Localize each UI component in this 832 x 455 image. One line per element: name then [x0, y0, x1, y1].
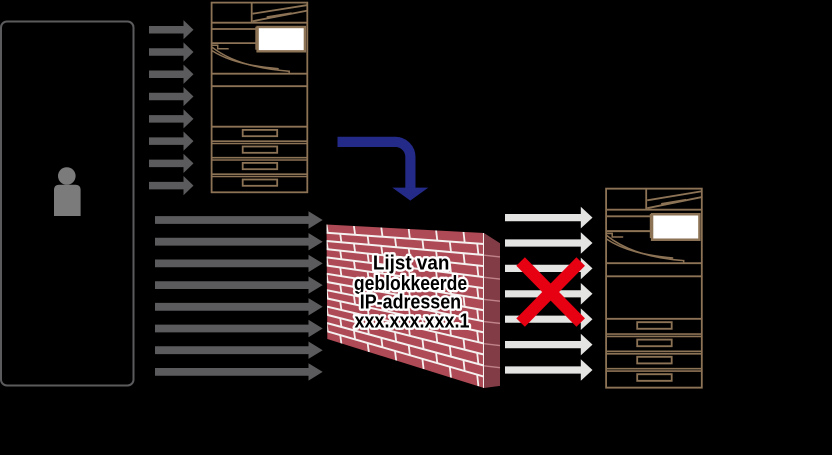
svg-text:Lijst van: Lijst van [373, 253, 450, 275]
svg-text:xxx.xxx.xxx.1: xxx.xxx.xxx.1 [355, 310, 470, 332]
svg-text:IP-adressen: IP-adressen [360, 292, 461, 314]
svg-text:geblokkeerde: geblokkeerde [354, 273, 467, 295]
